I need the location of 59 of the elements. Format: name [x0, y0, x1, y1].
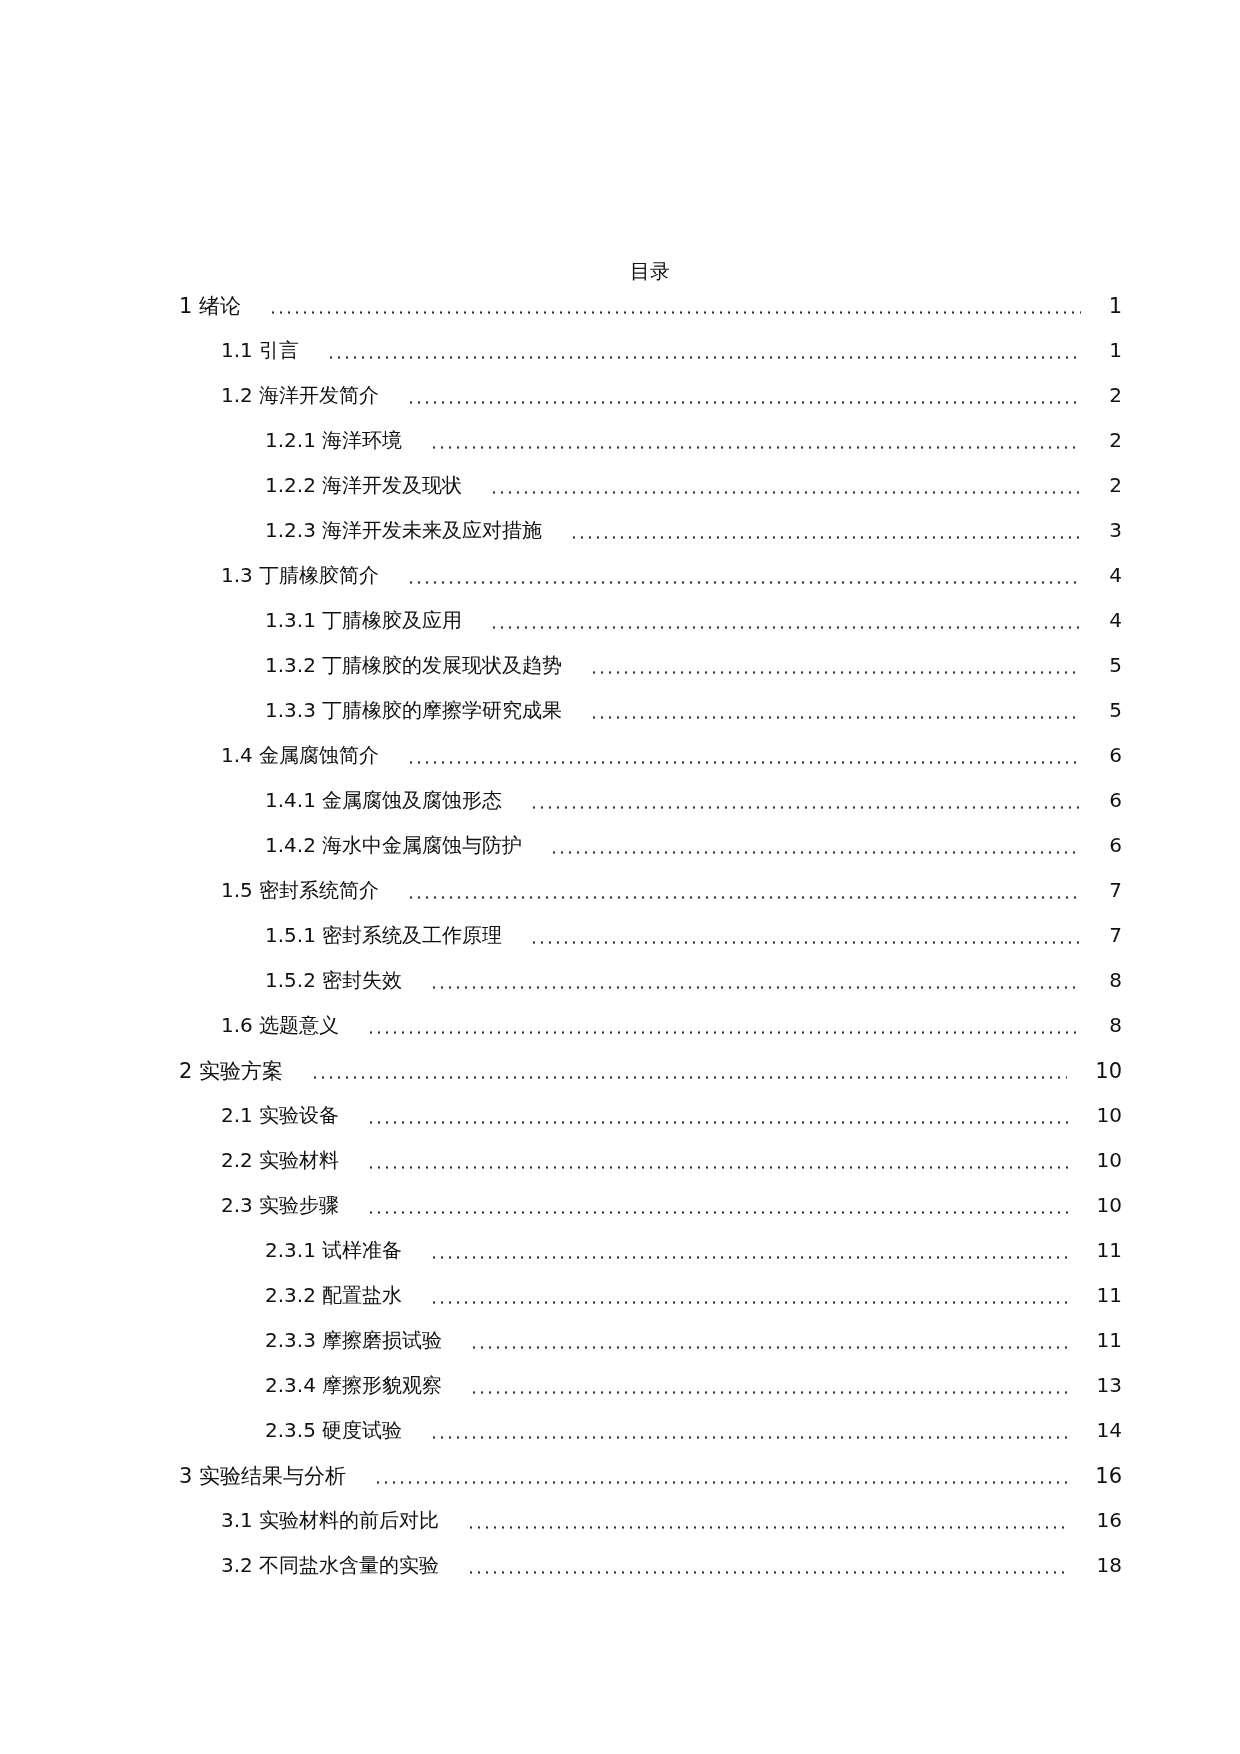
page-number: 2 — [1109, 428, 1122, 452]
page-number: 6 — [1109, 788, 1122, 812]
page-number: 7 — [1109, 878, 1122, 902]
toc-entry: 2.2 实验材料 — [221, 1147, 340, 1174]
toc-entry: 1.2.2 海洋开发及现状 — [265, 472, 463, 499]
toc-entry: 1.2.3 海洋开发未来及应对措施 — [265, 517, 543, 544]
toc-entry: 1.5 密封系统简介 — [221, 877, 380, 904]
page-number: 13 — [1096, 1373, 1122, 1397]
toc-entry: 2.1 实验设备 — [221, 1102, 340, 1129]
toc-entry: 2.3.1 试样准备 — [265, 1237, 403, 1264]
toc-entry: 1.1 引言 — [221, 337, 300, 364]
page-number: 2 — [1109, 473, 1122, 497]
page-number: 11 — [1096, 1328, 1122, 1352]
toc-entry: 1.5.1 密封系统及工作原理 — [265, 922, 503, 949]
page-number: 8 — [1109, 968, 1122, 992]
page-number: 10 — [1096, 1193, 1122, 1217]
page-number: 11 — [1096, 1238, 1122, 1262]
page-number: 14 — [1096, 1418, 1122, 1442]
page-number: 5 — [1109, 653, 1122, 677]
toc-entry: 1.5.2 密封失效 — [265, 967, 403, 994]
toc-entry: 3.1 实验材料的前后对比 — [221, 1507, 440, 1534]
toc-entry: 1.3 丁腈橡胶简介 — [221, 562, 380, 589]
toc-entry: 3.2 不同盐水含量的实验 — [221, 1552, 440, 1579]
page-number: 1 — [1109, 338, 1122, 362]
page-number: 5 — [1109, 698, 1122, 722]
page-number: 2 — [1109, 383, 1122, 407]
page-number: 6 — [1109, 743, 1122, 767]
toc-entry: 2.3 实验步骤 — [221, 1192, 340, 1219]
toc-entry: 3 实验结果与分析 — [179, 1463, 347, 1490]
page-number: 4 — [1109, 563, 1122, 587]
toc-entry: 1.4.2 海水中金属腐蚀与防护 — [265, 832, 523, 859]
toc-entry: 1 绪论 — [179, 293, 242, 320]
page-number: 16 — [1095, 1464, 1122, 1488]
page-number: 8 — [1109, 1013, 1122, 1037]
page-number: 11 — [1096, 1283, 1122, 1307]
page-number: 10 — [1095, 1059, 1122, 1083]
page-number: 6 — [1109, 833, 1122, 857]
toc-entry: 1.3.1 丁腈橡胶及应用 — [265, 607, 463, 634]
toc-entry: 2.3.5 硬度试验 — [265, 1417, 403, 1444]
toc-entry: 1.3.3 丁腈橡胶的摩擦学研究成果 — [265, 697, 563, 724]
page-number: 16 — [1096, 1508, 1122, 1532]
toc-entry: 2.3.4 摩擦形貌观察 — [265, 1372, 443, 1399]
heading: 目录 — [629, 258, 671, 285]
page-number: 3 — [1109, 518, 1122, 542]
page-number: 18 — [1096, 1553, 1122, 1577]
toc-entry: 1.2.1 海洋环境 — [265, 427, 403, 454]
toc-entry: 2.3.3 摩擦磨损试验 — [265, 1327, 443, 1354]
toc-entry: 1.4.1 金属腐蚀及腐蚀形态 — [265, 787, 503, 814]
toc-entry: 1.2 海洋开发简介 — [221, 382, 380, 409]
toc-entry: 1.3.2 丁腈橡胶的发展现状及趋势 — [265, 652, 563, 679]
toc-entry: 2.3.2 配置盐水 — [265, 1282, 403, 1309]
page-number: 4 — [1109, 608, 1122, 632]
toc-entry: 2 实验方案 — [179, 1058, 284, 1085]
page-number: 1 — [1108, 294, 1122, 318]
page-number: 7 — [1109, 923, 1122, 947]
toc-entry: 1.6 选题意义 — [221, 1012, 340, 1039]
toc-entry: 1.4 金属腐蚀简介 — [221, 742, 380, 769]
page-number: 10 — [1096, 1103, 1122, 1127]
page-number: 10 — [1096, 1148, 1122, 1172]
